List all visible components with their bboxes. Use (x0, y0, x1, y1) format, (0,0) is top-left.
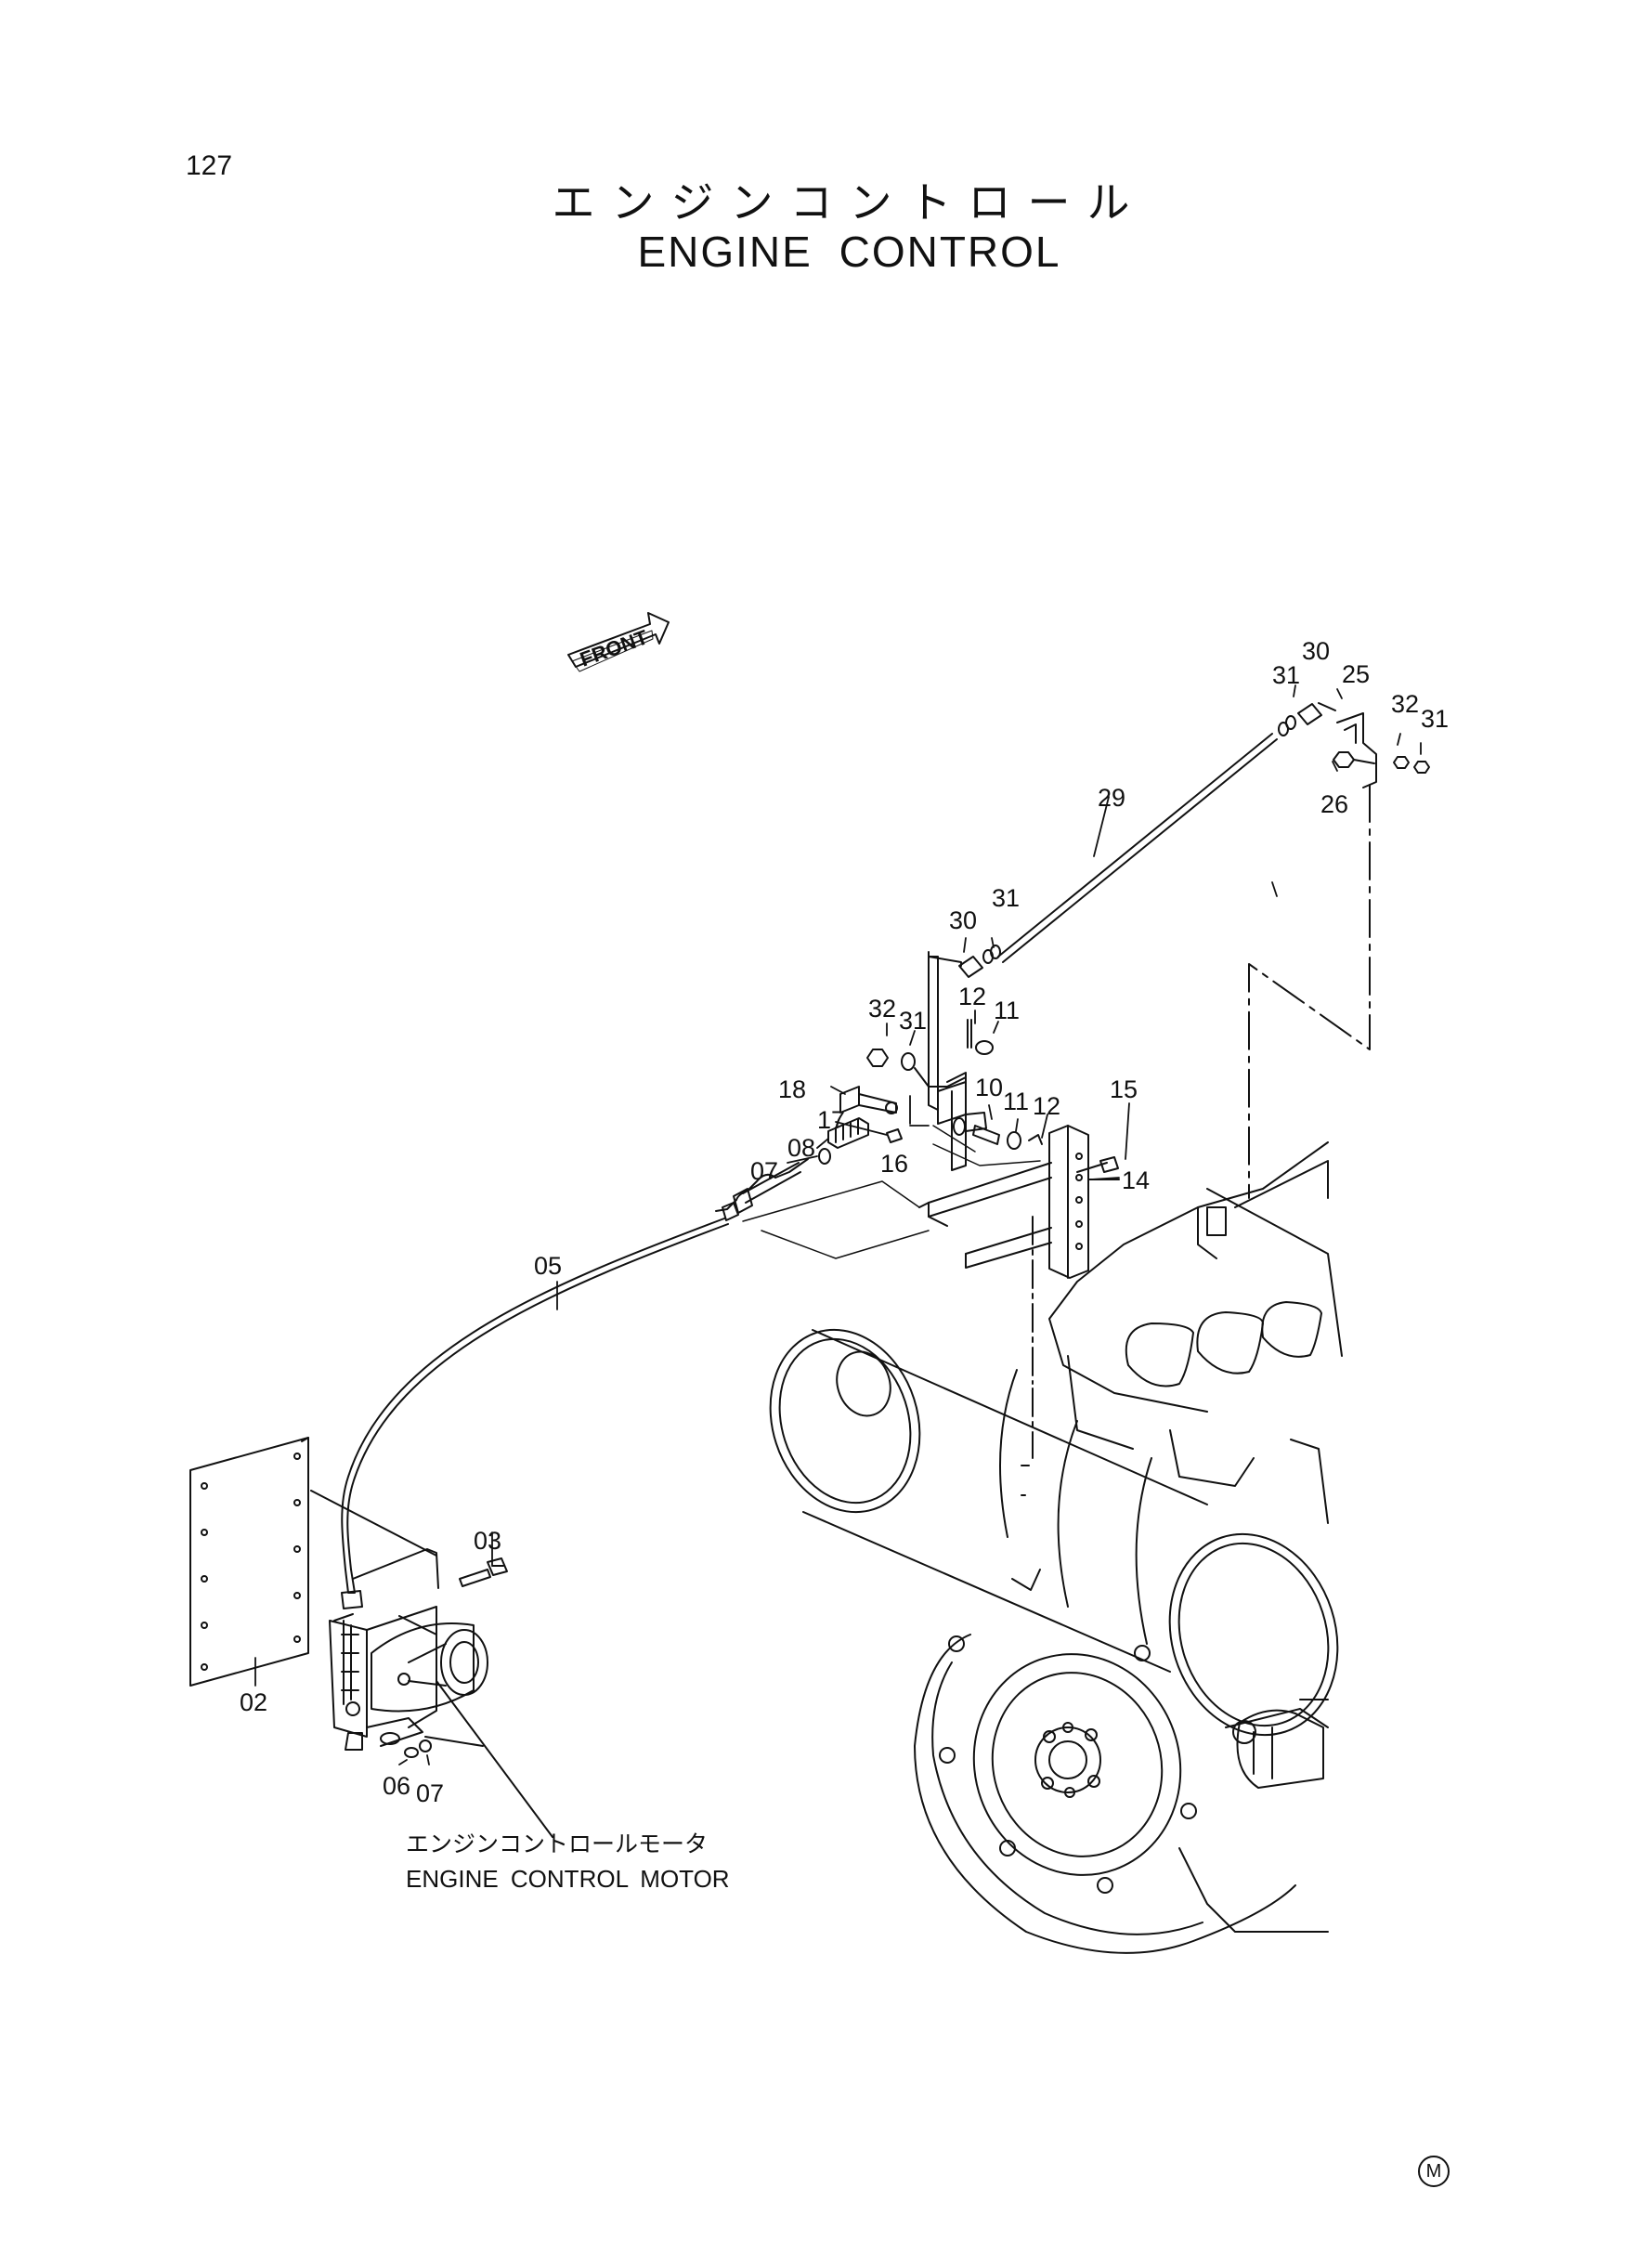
front-label: FRONT (577, 625, 651, 671)
callout-labels: 30 31 25 32 31 26 29 31 30 12 11 32 31 1… (240, 637, 1449, 1807)
leader-lines (254, 684, 1422, 1765)
callout-29: 29 (1098, 784, 1125, 812)
callout-25: 25 (1342, 660, 1370, 688)
callout-31-top-right: 31 (1421, 705, 1449, 733)
engine-drawing (769, 1141, 1343, 1954)
callout-11-lower: 11 (1003, 1088, 1029, 1115)
callout-32-middle: 32 (868, 995, 896, 1023)
callout-14: 14 (1122, 1166, 1150, 1194)
callout-31-lower: 31 (899, 1007, 927, 1035)
callout-03: 03 (474, 1527, 501, 1555)
lever-assembly (742, 951, 1120, 1496)
front-arrow-icon: FRONT (567, 612, 670, 672)
control-cable (341, 1158, 809, 1609)
bracket-25 (1248, 712, 1430, 1199)
page-title-japanese: エンジンコントロール (552, 177, 1147, 228)
callout-10: 10 (975, 1074, 1003, 1101)
callout-31-top-left: 31 (1272, 661, 1300, 689)
callout-12-upper: 12 (958, 983, 986, 1010)
callout-16: 16 (880, 1150, 908, 1178)
engine-control-motor (329, 1548, 553, 1838)
callout-08: 08 (787, 1134, 815, 1162)
callout-26: 26 (1320, 790, 1348, 818)
callout-17: 17 (817, 1106, 845, 1134)
page-title-english: ENGINE CONTROL (637, 228, 1061, 276)
callout-07-upper: 07 (750, 1157, 778, 1185)
callout-02: 02 (240, 1688, 267, 1716)
callout-06: 06 (383, 1772, 410, 1800)
callout-12-lower: 12 (1033, 1092, 1060, 1120)
control-rod (958, 702, 1336, 978)
callout-05: 05 (534, 1252, 562, 1280)
gasket-plate (189, 1437, 437, 1687)
callout-15: 15 (1110, 1075, 1138, 1103)
callout-18: 18 (778, 1075, 806, 1103)
callout-31-middle: 31 (992, 884, 1020, 912)
callout-07-lower: 07 (416, 1779, 444, 1807)
page-number: 127 (186, 150, 233, 181)
callout-30-middle: 30 (949, 906, 977, 934)
motor-label-japanese: エンジンコントロールモータ (406, 1831, 708, 1857)
manufacturer-mark: M (1418, 2156, 1450, 2187)
motor-label-english: ENGINE CONTROL MOTOR (406, 1865, 730, 1893)
callout-11-upper: 11 (994, 997, 1020, 1024)
callout-30-top: 30 (1302, 637, 1330, 665)
callout-32-top: 32 (1391, 690, 1419, 718)
